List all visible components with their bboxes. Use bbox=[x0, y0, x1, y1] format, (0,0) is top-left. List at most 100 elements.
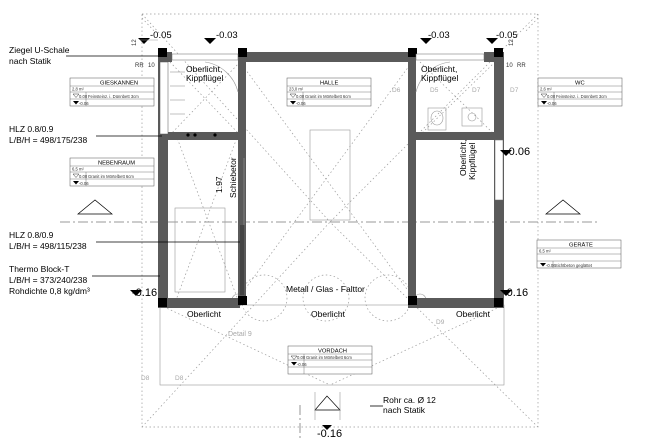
svg-text:L/B/H = 373/240/238: L/B/H = 373/240/238 bbox=[9, 275, 87, 285]
detail-label: Detail 9 bbox=[228, 331, 252, 338]
level-label: -0.03 bbox=[428, 30, 450, 41]
level-bottom: -0.16 bbox=[317, 425, 342, 440]
svg-text:Rohdichte 0,8 kg/dm³: Rohdichte 0,8 kg/dm³ bbox=[9, 286, 90, 296]
svg-text:0.00: 0.00 bbox=[297, 355, 306, 360]
room-tag-vordach: VORDACH 0.00 Granit im Mörtelbett 6cm -0… bbox=[287, 345, 373, 375]
section-marker-left bbox=[77, 199, 113, 215]
level-top-left: -0.05 bbox=[138, 30, 172, 44]
svg-text:Sichtbeton geglättet: Sichtbeton geglättet bbox=[555, 263, 593, 268]
columns bbox=[158, 48, 503, 307]
svg-text:-0.06: -0.06 bbox=[79, 101, 89, 106]
level-label: -0.05 bbox=[496, 30, 518, 41]
svg-text:6,5 m²: 6,5 m² bbox=[539, 249, 551, 254]
dim-text: 12 bbox=[132, 39, 138, 46]
door-tag: D6 bbox=[392, 87, 401, 94]
section-marker-bottom bbox=[314, 395, 341, 411]
sliding-door bbox=[240, 225, 244, 295]
door-tag: D9 bbox=[436, 319, 445, 326]
oberlicht-kipp-vertical-label: Oberlicht, bbox=[458, 140, 468, 176]
svg-text:-0.06: -0.06 bbox=[79, 181, 89, 186]
door-tag: D7 bbox=[472, 87, 481, 94]
oberlicht-kipp-left-label: Oberlicht, bbox=[186, 64, 222, 74]
room-tag-geraete: GERÄTE 6,5 m² -0.06 Sichtbeton geglättet bbox=[536, 239, 622, 269]
falttor-label: Metall / Glas - Falttor bbox=[286, 284, 365, 294]
level-top-right: -0.05 bbox=[486, 30, 518, 44]
svg-text:VORDACH: VORDACH bbox=[318, 349, 347, 355]
svg-text:Granit im Mörtelbett 6cm: Granit im Mörtelbett 6cm bbox=[306, 355, 352, 360]
schiebetor-label: Schiebetor bbox=[228, 157, 238, 198]
oberlicht-bottom-label-2: Oberlicht bbox=[311, 309, 346, 319]
door-tag: D5 bbox=[430, 87, 439, 94]
dim-text: 12 bbox=[509, 39, 515, 46]
svg-text:0.00: 0.00 bbox=[79, 174, 88, 179]
svg-text:GERÄTE: GERÄTE bbox=[569, 242, 593, 249]
room-tag-wc: WC 2,6 m² 0.00 Feinsteinz. i. Dünnbett 3… bbox=[537, 77, 623, 107]
svg-text:HLZ 0.8/0.9: HLZ 0.8/0.9 bbox=[9, 230, 54, 240]
svg-text:-0.06: -0.06 bbox=[546, 263, 556, 268]
wc-fixtures bbox=[427, 107, 483, 131]
dim-text: 10 bbox=[148, 63, 155, 69]
svg-text:-0.06: -0.06 bbox=[297, 362, 307, 367]
svg-text:2,8 m²: 2,8 m² bbox=[72, 87, 84, 92]
level-top-right-inner: -0.03 bbox=[420, 30, 450, 44]
annotation-ziegel: Ziegel U-Schale nach Statik bbox=[9, 45, 160, 66]
dim-text: RR bbox=[135, 63, 144, 69]
svg-text:Ziegel U-Schale: Ziegel U-Schale bbox=[9, 45, 70, 55]
door-tag: D8 bbox=[141, 375, 150, 382]
room-tag-nebenraum: NEBENRAUM 6,5 m² 0.00 Granit im Mörtelbe… bbox=[69, 157, 155, 187]
dim-text: 10 bbox=[506, 63, 513, 69]
svg-text:23,0 m²: 23,0 m² bbox=[289, 87, 304, 92]
svg-text:L/B/H = 498/115/238: L/B/H = 498/115/238 bbox=[9, 241, 87, 251]
svg-text:-0.06: -0.06 bbox=[296, 101, 306, 106]
svg-text:Thermo Block-T: Thermo Block-T bbox=[9, 264, 69, 274]
roof-outline bbox=[141, 13, 539, 428]
svg-text:NEBENRAUM: NEBENRAUM bbox=[98, 161, 135, 167]
room-tag-gieskannen: GIESKANNEN 2,8 m² 0.00 Feinsteinz. i. Dü… bbox=[69, 77, 155, 107]
section-axis bbox=[60, 199, 600, 440]
level-label: -0.06 bbox=[505, 146, 530, 158]
room-tag-halle: HALLE 23,0 m² 0.00 Granit im Mörtelbett … bbox=[286, 77, 372, 107]
annotation-hlz-2: HLZ 0.8/0.9 L/B/H = 498/115/238 bbox=[9, 230, 240, 251]
level-right-mid: -0.06 bbox=[500, 146, 530, 158]
svg-text:HLZ 0.8/0.9: HLZ 0.8/0.9 bbox=[9, 124, 54, 134]
svg-text:0.00: 0.00 bbox=[79, 94, 88, 99]
svg-text:Granit im Mörtelbett 6cm: Granit im Mörtelbett 6cm bbox=[88, 174, 134, 179]
level-top-left-inner: -0.03 bbox=[204, 30, 238, 44]
level-label: -0.16 bbox=[132, 287, 157, 299]
top-windows bbox=[171, 53, 504, 201]
level-right-bottom: -0.16 bbox=[500, 287, 528, 299]
svg-text:2,6 m²: 2,6 m² bbox=[540, 87, 552, 92]
section-marker-right bbox=[545, 199, 581, 215]
svg-text:Granit im Mörtelbett 6cm: Granit im Mörtelbett 6cm bbox=[305, 94, 351, 99]
schiebetor-height: 1.97 bbox=[214, 176, 224, 193]
svg-text:6,5 m²: 6,5 m² bbox=[72, 167, 84, 172]
svg-text:GIESKANNEN: GIESKANNEN bbox=[100, 81, 138, 87]
level-left-bottom: -0.16 bbox=[130, 287, 157, 299]
rr-dim-left: 12 RR 10 bbox=[132, 39, 158, 69]
annotation-hlz-1: HLZ 0.8/0.9 L/B/H = 498/175/238 bbox=[9, 124, 162, 145]
svg-text:nach Statik: nach Statik bbox=[383, 405, 426, 415]
svg-text:L/B/H = 498/175/238: L/B/H = 498/175/238 bbox=[9, 135, 87, 145]
svg-text:Rohr ca. Ø 12: Rohr ca. Ø 12 bbox=[383, 395, 436, 405]
door-tag: D8 bbox=[175, 375, 184, 382]
svg-text:nach Statik: nach Statik bbox=[9, 56, 52, 66]
level-label: -0.03 bbox=[216, 30, 238, 41]
door-tag: D7 bbox=[510, 87, 519, 94]
oberlicht-kipp-vertical-label-2: Kippflügel bbox=[467, 143, 477, 180]
vehicle-outline bbox=[309, 129, 351, 221]
svg-text:Feinsteinz. i. Dünnbett 3cm: Feinsteinz. i. Dünnbett 3cm bbox=[556, 94, 607, 99]
shelf-lines bbox=[170, 71, 185, 115]
rr-dim-right: 12 10 RR bbox=[506, 39, 526, 69]
oberlicht-bottom-label-1: Oberlicht bbox=[187, 309, 222, 319]
svg-text:HALLE: HALLE bbox=[320, 81, 339, 87]
oberlicht-kipp-right-label: Oberlicht, bbox=[421, 64, 457, 74]
oberlicht-kipp-right-label-2: Kippflügel bbox=[421, 73, 458, 83]
svg-text:0.00: 0.00 bbox=[296, 94, 305, 99]
workbench-outline bbox=[174, 207, 226, 293]
annotation-rohr: Rohr ca. Ø 12 nach Statik bbox=[370, 395, 436, 415]
oberlicht-bottom-label-3: Oberlicht bbox=[456, 309, 491, 319]
annotation-thermo: Thermo Block-T L/B/H = 373/240/238 Rohdi… bbox=[9, 264, 160, 296]
svg-text:-0.06: -0.06 bbox=[547, 101, 557, 106]
level-label: -0.16 bbox=[503, 287, 528, 299]
